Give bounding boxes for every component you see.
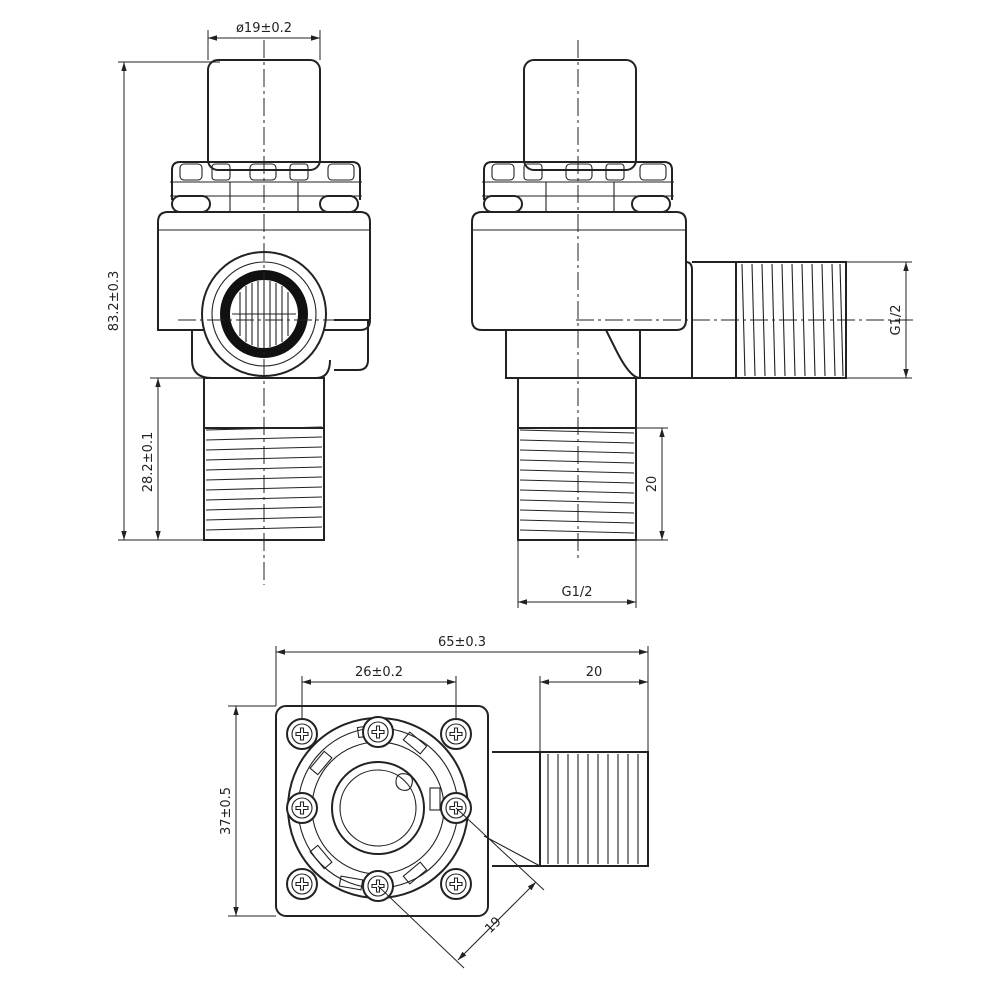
front-flange xyxy=(171,161,361,200)
side-cap xyxy=(523,59,637,171)
front-view xyxy=(157,40,371,585)
dim-thread-length-left: 28.2±0.1 xyxy=(141,432,156,493)
top-dimensions: 65±0.3 26±0.2 20 37±0.5 19 xyxy=(219,635,649,969)
dim-overall-width: 65±0.3 xyxy=(438,635,486,650)
dim-outlet-length: 20 xyxy=(586,665,603,680)
screw-icon xyxy=(440,868,472,900)
top-outlet-thread xyxy=(539,751,649,867)
side-dimensions: G1/2 20 G1/2 xyxy=(517,261,912,608)
dim-bottom-thread: G1/2 xyxy=(562,585,593,600)
dim-top-diameter: ø19±0.2 xyxy=(236,21,292,36)
screw-icon xyxy=(286,792,318,824)
dim-side-thread: G1/2 xyxy=(889,305,904,336)
dim-diagonal: 19 xyxy=(482,914,504,936)
screw-icon xyxy=(440,718,472,750)
side-view xyxy=(471,40,915,560)
screw-icon xyxy=(286,718,318,750)
side-body xyxy=(471,211,687,331)
screw-icon xyxy=(286,868,318,900)
dim-overall-height: 83.2±0.3 xyxy=(107,271,122,332)
top-base-plate xyxy=(275,705,489,917)
dim-base-height: 37±0.5 xyxy=(219,787,234,835)
top-view xyxy=(275,705,649,917)
dim-thread-length-right: 20 xyxy=(645,476,660,493)
top-center-bore xyxy=(331,761,425,855)
dim-bolt-spacing: 26±0.2 xyxy=(355,665,403,680)
front-dimensions: ø19±0.2 83.2±0.3 28.2±0.1 xyxy=(107,21,321,541)
screw-icon xyxy=(362,716,394,748)
